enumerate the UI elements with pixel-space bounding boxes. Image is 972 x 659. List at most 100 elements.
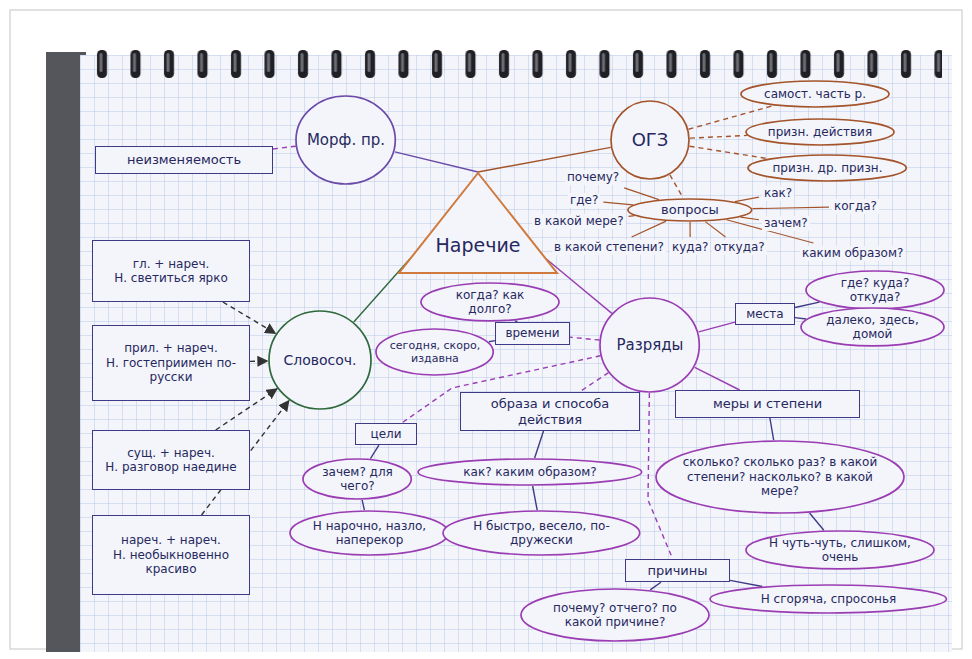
- paper-grid: [80, 55, 952, 652]
- node-content: самост. часть р.: [757, 87, 874, 101]
- property-box: неизменяемость: [95, 146, 273, 174]
- question-oval: когда? как долго?: [420, 282, 560, 322]
- connector: [570, 337, 600, 340]
- question-label: в какой мере?: [532, 214, 626, 229]
- ellipse-shape: [421, 283, 559, 321]
- node-content: где? куда? откуда?: [820, 276, 929, 305]
- phrase-box: гл. + нареч.Н. светиться ярко: [92, 240, 250, 302]
- category-circle: Разряды: [599, 297, 700, 393]
- question-spoke: [603, 202, 633, 205]
- node-text: ОГЗ: [619, 129, 681, 151]
- node-content: неизменяемость: [101, 152, 267, 168]
- node-text: нареч. + нареч.: [98, 533, 244, 547]
- phrase-box: нареч. + нареч.Н. необыкновенно красиво: [92, 515, 250, 595]
- connector: [395, 152, 478, 172]
- category-box: цели: [355, 423, 417, 445]
- phrase-box: сущ. + нареч.Н. разговор наедине: [92, 430, 250, 490]
- node-text: Н. светиться ярко: [98, 271, 244, 285]
- node-text: сущ. + нареч.: [98, 446, 244, 460]
- connector: [535, 431, 544, 458]
- node-text: Морф. пр.: [306, 131, 385, 149]
- node-content: ОГЗ: [619, 129, 681, 151]
- questions-oval: вопросы: [627, 198, 753, 222]
- node-text: Н нарочно, назло, наперекор: [307, 519, 432, 548]
- node-content: призн. действия: [762, 125, 879, 139]
- category-box: образа и способа действия: [460, 392, 640, 431]
- example-oval: Н быстро, весело, по-дружески: [442, 510, 641, 556]
- question-spoke: [752, 207, 829, 209]
- connector: [650, 582, 661, 590]
- node-text: как? каким образом?: [442, 465, 618, 479]
- spiral-binding: [92, 48, 942, 82]
- ellipse-shape: [269, 311, 371, 409]
- ellipse-shape: [746, 531, 934, 569]
- question-label: почему?: [565, 170, 621, 185]
- node-text: где? куда? откуда?: [820, 276, 929, 305]
- question-spoke: [624, 188, 659, 200]
- node-content: Наречие: [436, 234, 521, 257]
- ellipse-shape: [418, 459, 642, 485]
- question-oval: где? куда? откуда?: [805, 270, 945, 310]
- node-text: гл. + нареч.: [98, 257, 244, 271]
- question-spoke: [705, 222, 725, 237]
- ellipse-shape: [748, 155, 906, 181]
- node-text: вопросы: [641, 202, 739, 218]
- connector: [370, 445, 378, 458]
- node-text: Н. гостеприимен по-русски: [98, 356, 244, 385]
- question-label: куда?: [670, 240, 710, 255]
- node-content: Н сгоряча, спросонья: [735, 592, 921, 606]
- node-text: почему? отчего? по какой причине?: [541, 601, 689, 630]
- connector: [579, 373, 608, 392]
- paper: [80, 55, 952, 652]
- ellipse-shape: [710, 585, 946, 613]
- node-content: далеко, здесь, домой: [816, 313, 929, 342]
- ellipse-shape: [290, 511, 448, 555]
- connector: [250, 360, 268, 362]
- question-oval: зачем? для чего?: [302, 458, 412, 500]
- connector: [478, 147, 611, 172]
- node-content: призн. др. призн.: [765, 161, 890, 175]
- ellipse-shape: [296, 96, 395, 184]
- node-content: места: [741, 307, 789, 321]
- example-oval: Н нарочно, назло, наперекор: [289, 510, 449, 556]
- node-text: зачем? для чего?: [314, 465, 400, 494]
- node-content: Разряды: [610, 336, 689, 354]
- node-text: времени: [501, 326, 564, 340]
- node-content: образа и способа действия: [466, 396, 634, 427]
- category-box: причины: [625, 559, 730, 583]
- node-content: вопросы: [641, 202, 739, 218]
- connector: [690, 146, 769, 158]
- ellipse-shape: [443, 511, 640, 555]
- node-text: неизменяемость: [101, 152, 267, 168]
- example-oval: далеко, здесь, домой: [800, 307, 945, 347]
- connector: [533, 486, 538, 510]
- connector: [670, 175, 683, 198]
- question-label: зачем?: [762, 216, 810, 231]
- node-content: Морф. пр.: [306, 131, 385, 149]
- node-content: гл. + нареч.Н. светиться ярко: [98, 257, 244, 286]
- node-text: Н чуть-чуть, слишком, очень: [766, 536, 914, 565]
- category-box: времени: [495, 322, 570, 344]
- ellipse-shape: [521, 589, 709, 641]
- connector: [810, 513, 824, 530]
- node-content: сущ. + нареч.Н. разговор наедине: [98, 446, 244, 475]
- node-text: меры и степени: [681, 396, 854, 412]
- node-content: Словосоч.: [279, 352, 360, 369]
- node-content: прил. + нареч.Н. гостеприимен по-русски: [98, 341, 244, 384]
- node-text: сколько? сколько раз? в какой степени? н…: [683, 455, 878, 498]
- node-text: когда? как долго?: [435, 288, 544, 317]
- node-text: цели: [361, 427, 411, 441]
- connector: [362, 500, 364, 510]
- node-content: меры и степени: [681, 396, 854, 412]
- ellipse-shape: [611, 101, 689, 179]
- node-text: самост. часть р.: [757, 87, 874, 101]
- meaning-oval: призн. действия: [745, 118, 895, 146]
- node-content: Н нарочно, назло, наперекор: [307, 519, 432, 548]
- node-content: как? каким образом?: [442, 465, 618, 479]
- example-oval: сегодня, скоро, издавна: [375, 328, 494, 376]
- question-label: откуда?: [712, 240, 767, 255]
- node-content: цели: [361, 427, 411, 441]
- node-content: Н чуть-чуть, слишком, очень: [766, 536, 914, 565]
- node-text: Разряды: [610, 336, 689, 354]
